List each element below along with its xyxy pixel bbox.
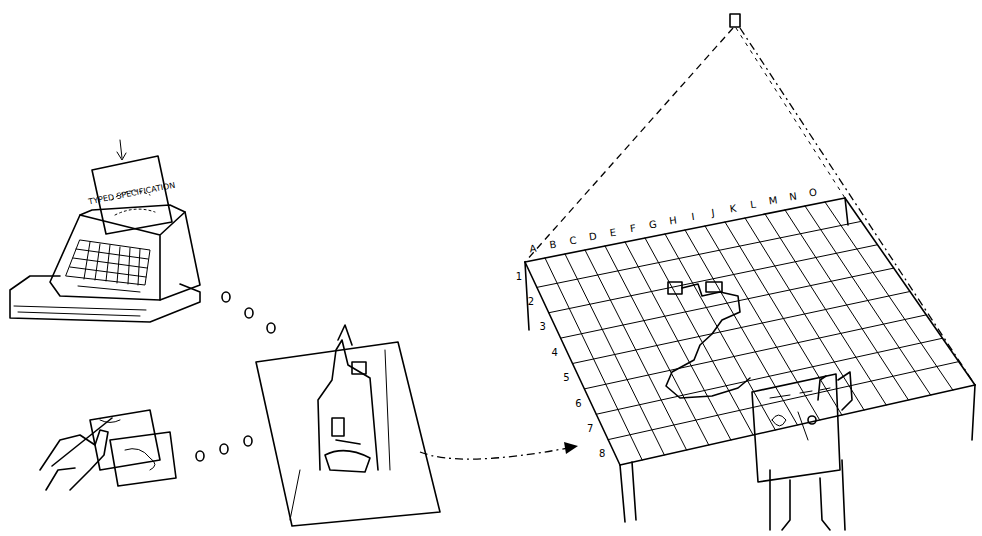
column-letter: K: [729, 204, 737, 215]
row-number: 8: [599, 449, 605, 459]
flow-dots: [196, 292, 275, 461]
grid-line: [573, 292, 911, 364]
column-letter: I: [691, 212, 695, 222]
column-letter: L: [750, 200, 757, 211]
person-with-board: [752, 372, 852, 530]
column-letter: M: [768, 195, 778, 206]
grid-line: [620, 385, 975, 465]
row-number: 3: [540, 322, 546, 332]
row-number: 4: [551, 348, 557, 358]
grid-line: [549, 245, 878, 313]
plotter-head: [256, 325, 440, 526]
column-letter: O: [808, 188, 817, 199]
column-letter: E: [609, 228, 617, 239]
column-letter: N: [789, 192, 798, 203]
column-letter: C: [569, 236, 577, 247]
row-number: 5: [563, 373, 569, 383]
drawn-route: [666, 282, 750, 398]
column-letter: A: [529, 244, 537, 255]
typewriter: [10, 140, 200, 322]
row-number: 2: [528, 297, 534, 307]
column-letter: B: [549, 240, 557, 251]
grid-line: [537, 221, 861, 287]
grid-line: [525, 198, 845, 262]
paper-text: TYPED SPECIFICATION: [88, 182, 176, 207]
column-letter: G: [648, 220, 657, 231]
row-number: 6: [575, 399, 581, 409]
grid-line: [561, 268, 894, 338]
column-letter: F: [629, 224, 636, 235]
row-number: 7: [587, 424, 593, 434]
overhead-camera: [525, 14, 975, 385]
row-number: 1: [516, 272, 522, 282]
grid-table: [525, 198, 975, 522]
grid-line: [596, 338, 942, 414]
transfer-arrow: [420, 442, 578, 459]
hands-sketching: [40, 410, 176, 490]
column-letter: J: [711, 208, 715, 218]
column-letter: H: [669, 216, 678, 227]
column-letter: D: [588, 232, 597, 243]
grid-line: [584, 315, 926, 389]
